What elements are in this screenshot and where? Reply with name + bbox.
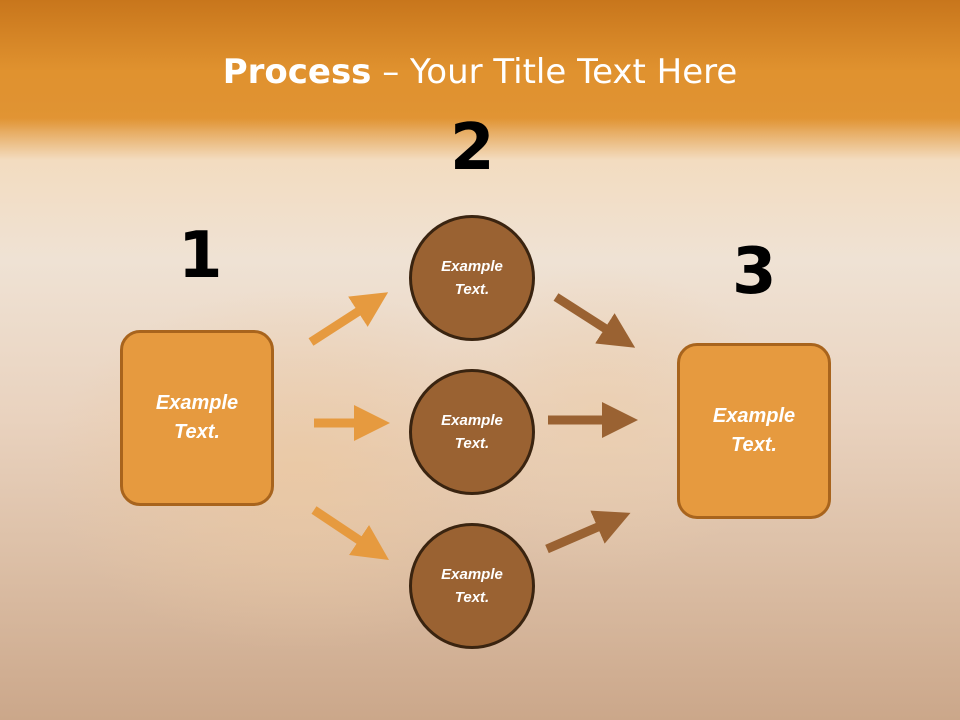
arrow-bottom-to-right [545, 510, 631, 554]
slide-title: Process – Your Title Text Here [0, 52, 960, 92]
step-number-1: 1 [178, 219, 223, 293]
right-box: Example Text. [677, 343, 831, 519]
title-band [0, 0, 960, 130]
circle-top-label: Example Text. [441, 258, 503, 298]
right-box-label: Example Text. [712, 405, 796, 456]
arrow-top-to-right [553, 293, 636, 348]
circle-bottom-label: Example Text. [441, 566, 503, 606]
circle-middle: Example Text. [409, 369, 535, 495]
circle-middle-label: Example Text. [441, 412, 503, 452]
circle-bottom: Example Text. [409, 523, 535, 649]
left-box-label: Example Text. [155, 392, 239, 443]
title-bold: Process [222, 52, 372, 92]
title-rest: – Your Title Text Here [371, 52, 738, 92]
arrow-left-to-bottom [311, 506, 389, 560]
arrow-left-to-top [308, 292, 389, 346]
circle-top: Example Text. [409, 215, 535, 341]
step-number-3: 3 [732, 235, 777, 309]
step-number-2: 2 [450, 111, 495, 185]
left-box: Example Text. [120, 330, 274, 506]
